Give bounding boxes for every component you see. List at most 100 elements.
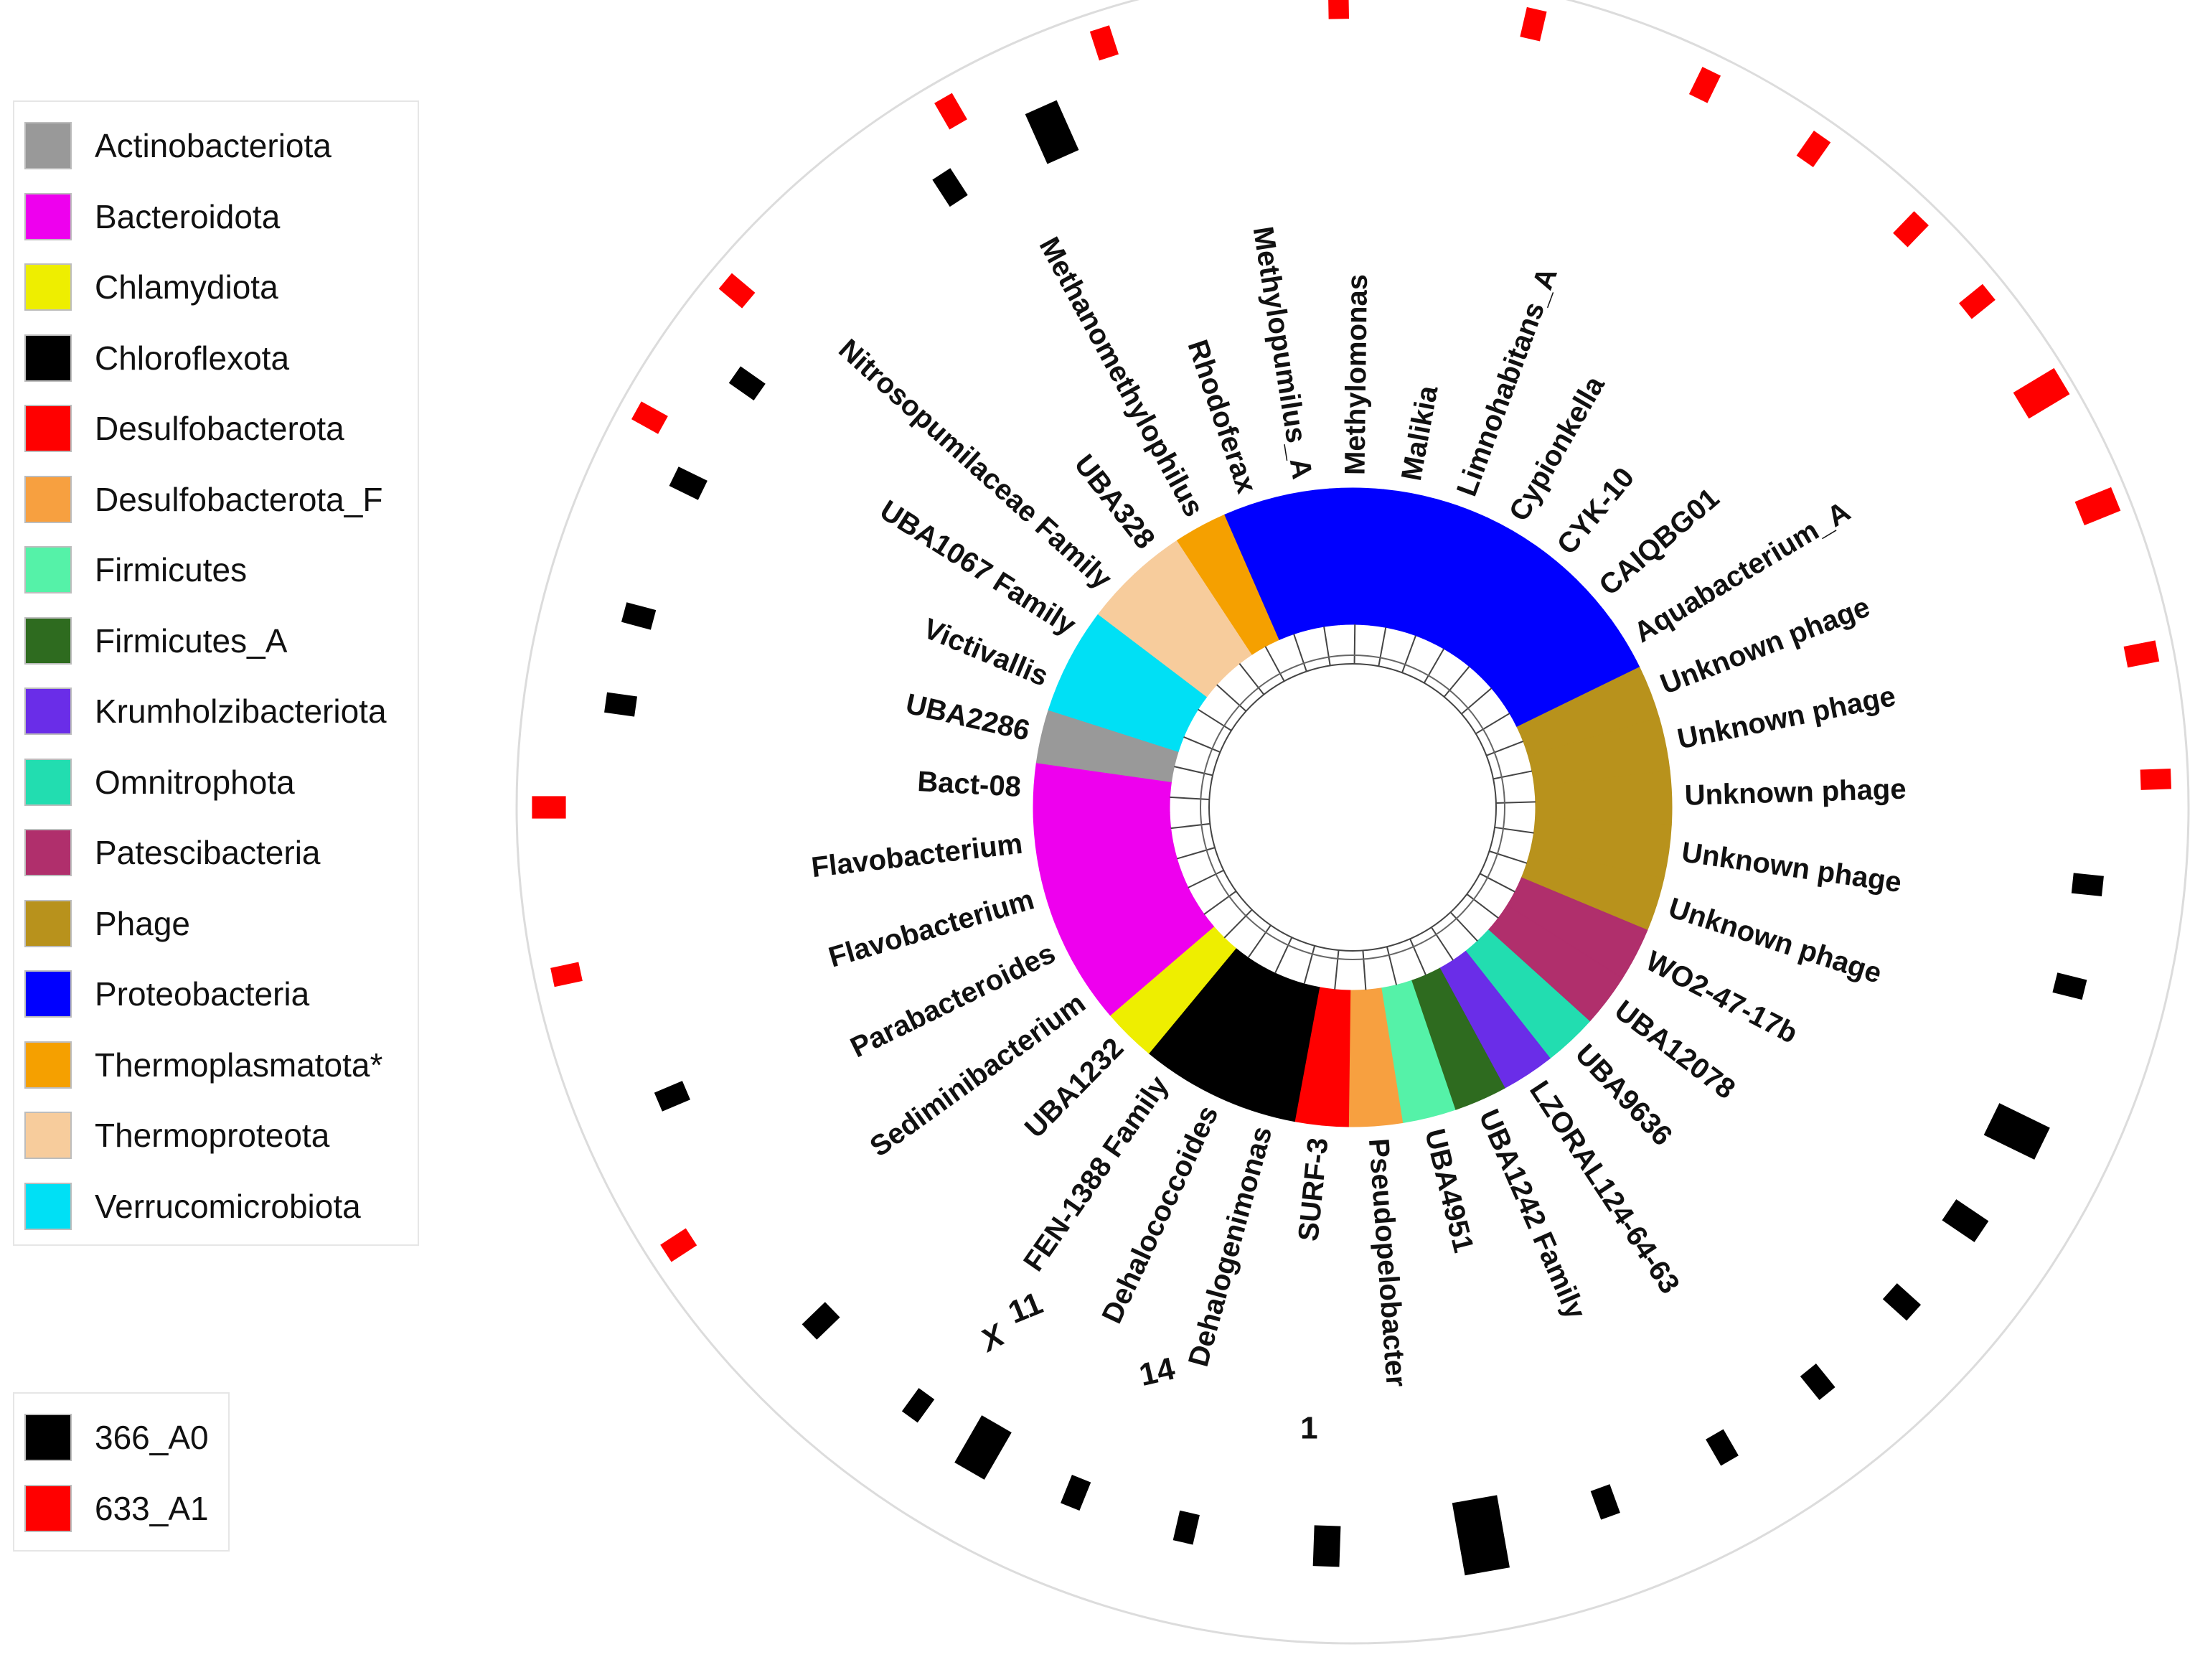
legend-item-thermoproteota: Thermoproteota: [24, 1110, 329, 1160]
legend-label: Chlamydiota: [95, 268, 278, 306]
legend-swatch: [24, 263, 72, 311]
ring-tick-label-x: X: [973, 1317, 1012, 1360]
branch-line: [1170, 796, 1210, 800]
legend-label: Desulfobacterota: [95, 410, 344, 447]
legend-swatch: [24, 688, 72, 735]
leaf-label-victivallis: Victivallis: [918, 613, 1053, 693]
branch-line: [1479, 873, 1515, 893]
sample-633-a1-bar-1: [718, 273, 756, 309]
sample-633-a1-bar-11: [2074, 487, 2121, 526]
legend-swatch: [24, 899, 72, 947]
branch-line: [1378, 627, 1387, 667]
sample-633-a1-bar-4: [1327, 0, 1350, 19]
legend-item-proteobacteria: Proteobacteria: [24, 969, 309, 1019]
branch-line: [1461, 688, 1493, 715]
leaf-label-methylopumilus-a: Methylopumilus_A: [1247, 225, 1318, 482]
legend-label: Thermoplasmatota*: [95, 1046, 383, 1084]
tree-inner-circle-2: [1200, 654, 1505, 960]
legend-label: Actinobacteriota: [95, 127, 332, 164]
branch-line: [1423, 648, 1445, 684]
sample-366-a0-bar-9: [954, 1415, 1012, 1480]
sample-633-a1-bar-16: [660, 1228, 697, 1262]
sample-366-a0-bar-0: [932, 168, 968, 207]
legend-label: Chloroflexota: [95, 339, 290, 377]
leaf-label-methanomethylophilus: Methanomethylophilus: [1033, 232, 1210, 522]
sample-366-a0-bar-12: [1312, 1525, 1341, 1567]
sample-legend-item-366-a0: 366_A0: [24, 1412, 209, 1463]
legend-item-desulfobacterota-f: Desulfobacterota_F: [24, 474, 382, 525]
sample-366-a0-bar-18: [1942, 1199, 1989, 1242]
sample-legend-item-633-a1: 633_A1: [24, 1483, 209, 1534]
sample-633-a1-bar-7: [1796, 131, 1831, 168]
branch-line: [1183, 736, 1221, 753]
branch-line: [1274, 937, 1293, 974]
legend-item-verrucomicrobiota: Verrucomicrobiota: [24, 1181, 361, 1231]
branch-line: [1486, 741, 1524, 756]
legend-label: Verrucomicrobiota: [95, 1187, 361, 1225]
legend-item-omnitrophota: Omnitrophota: [24, 757, 295, 807]
sample-366-a0-bar-1: [1025, 100, 1079, 164]
sample-366-a0-bar-10: [1061, 1475, 1091, 1511]
ring-segment-rhodoferax: [1224, 497, 1310, 640]
branch-line: [1493, 770, 1533, 780]
legend-label: Desulfobacterota_F: [95, 480, 383, 518]
sample-633-a1-bar-12: [2123, 640, 2160, 668]
ring-tick-label-14: 14: [1136, 1351, 1178, 1393]
legend-label: Omnitrophota: [95, 763, 295, 801]
branch-line: [1223, 909, 1253, 939]
legend-swatch: [24, 192, 72, 240]
legend-item-thermoplasmatota: Thermoplasmatota*: [24, 1040, 382, 1090]
legend-label: Proteobacteria: [95, 975, 310, 1013]
sample-633-a1-bar-15: [550, 962, 583, 987]
sample-633-a1-bar-9: [1958, 283, 1996, 319]
legend-label: 633_A1: [95, 1489, 209, 1527]
branch-line: [1409, 938, 1426, 976]
branch-line: [1475, 713, 1510, 735]
leaf-label-unknown-phage: Unknown phage: [1680, 836, 1904, 898]
sample-366-a0-bar-2: [728, 366, 766, 401]
tree-branches: [1170, 624, 1536, 990]
leaf-label-uba4951: UBA4951: [1419, 1126, 1480, 1256]
legend-label: Phage: [95, 904, 191, 942]
sample-366-a0-bar-3: [669, 466, 708, 500]
sample-366-a0-bar-15: [1706, 1429, 1739, 1466]
legend-swatch: [24, 616, 72, 665]
sample-633-a1-bar-3: [1089, 25, 1119, 61]
legend-swatch: [24, 758, 72, 806]
branch-line: [1203, 891, 1237, 915]
sample-366-a0-bar-21: [2071, 873, 2104, 897]
branch-line: [1466, 893, 1499, 919]
phylum-ring: [1033, 487, 1673, 1127]
legend-swatch: [24, 1041, 72, 1089]
sample-legend: 366_A0 633_A1: [13, 1392, 230, 1552]
branch-line: [1264, 646, 1285, 682]
leaf-label-pseudopelobacter: Pseudopelobacter: [1363, 1137, 1412, 1388]
legend-swatch: [24, 1112, 72, 1159]
leaf-label-bact-08: Bact-08: [916, 766, 1022, 803]
sample-366-a0-bar-7: [802, 1302, 840, 1340]
leaf-label-cyk-10: CYK-10: [1551, 461, 1641, 560]
legend-item-phage: Phage: [24, 898, 190, 949]
branch-line: [1449, 911, 1478, 942]
branch-line: [1176, 847, 1216, 860]
legend-swatch: [24, 1484, 72, 1532]
outer-guide-circle-line: [515, 0, 2190, 1645]
branch-line: [1170, 822, 1211, 830]
legend-label: Firmicutes_A: [95, 621, 288, 660]
sample-366-a0-bar-13: [1452, 1495, 1510, 1576]
legend-label: 366_A0: [95, 1419, 209, 1456]
sample-633-a1-bar-13: [2140, 768, 2172, 790]
sample-366-a0-bar-20: [2052, 972, 2087, 1000]
legend-label: Bacteroidota: [95, 197, 281, 235]
branch-line: [1174, 766, 1213, 776]
sample-366-a0-bar-14: [1590, 1484, 1620, 1520]
legend-swatch: [24, 829, 72, 876]
legend-item-bacteroidota: Bacteroidota: [24, 192, 280, 242]
legend-swatch: [24, 475, 72, 523]
branch-line: [1362, 950, 1367, 990]
branch-line: [1293, 634, 1307, 672]
branch-line: [1198, 708, 1232, 731]
